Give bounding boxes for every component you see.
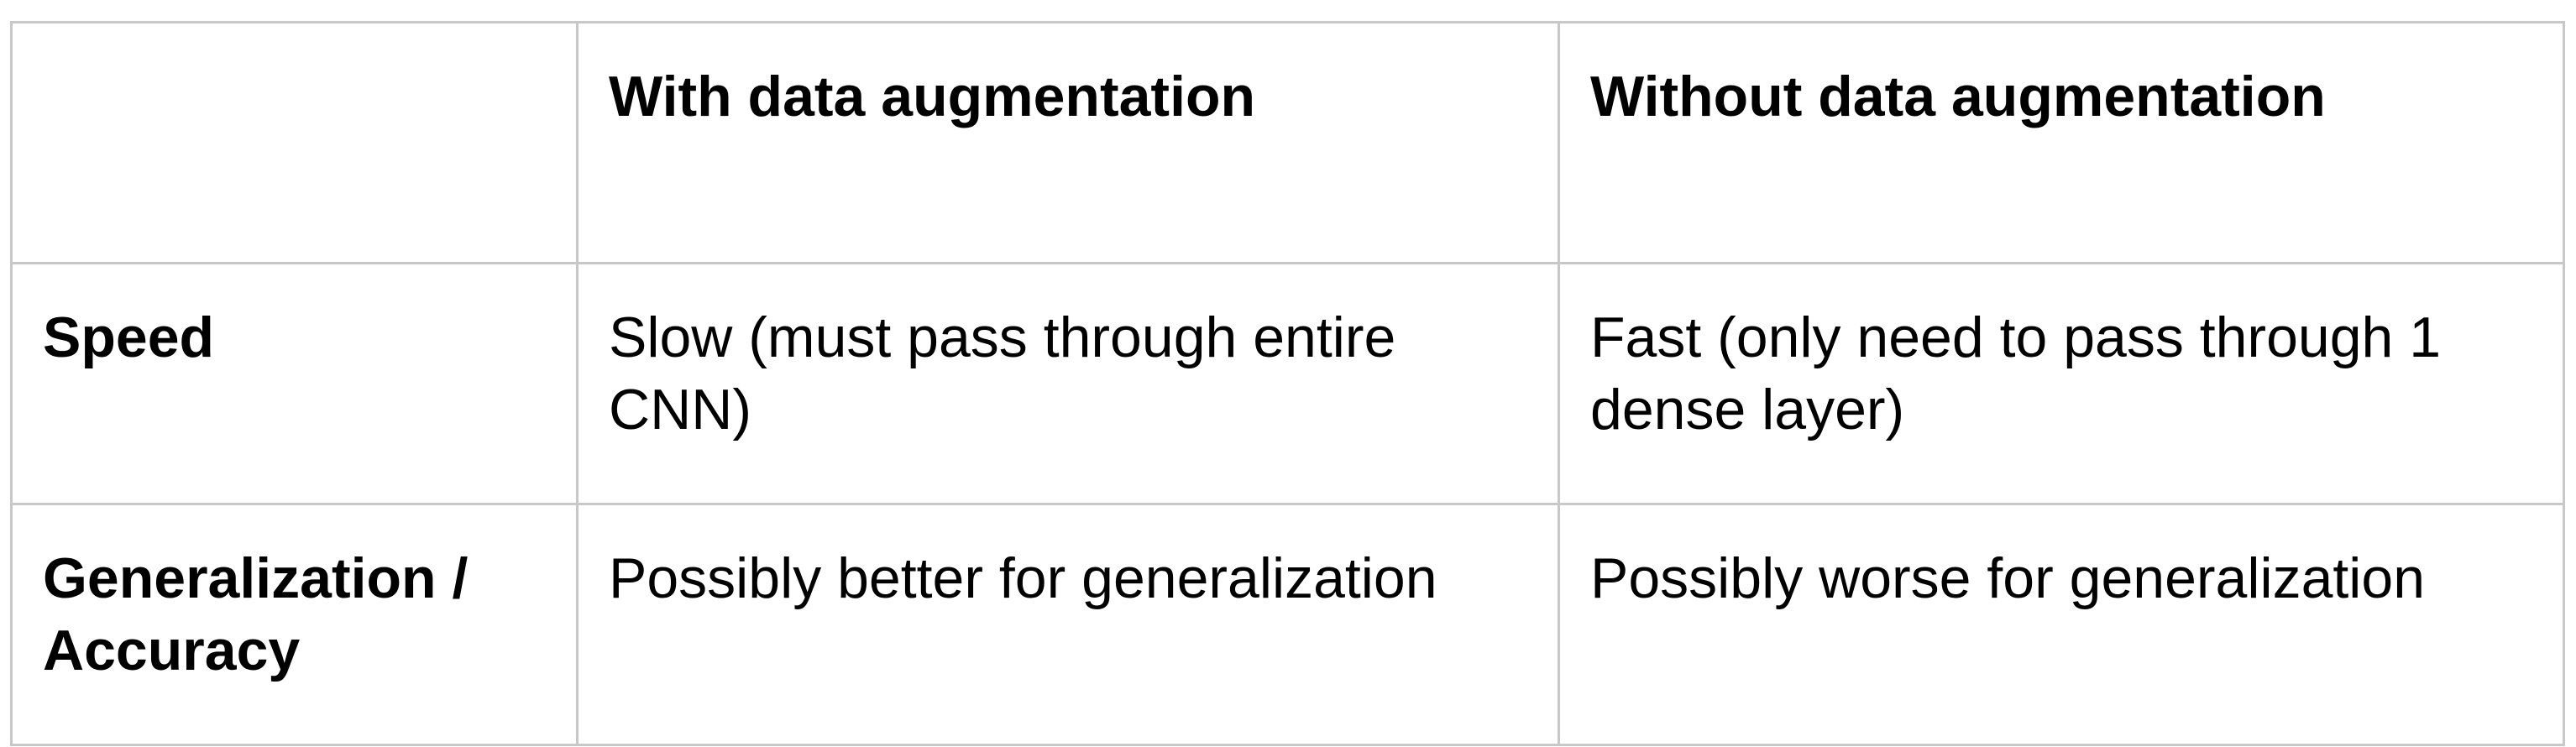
table-row: Generalization / Accuracy Possibly bette… xyxy=(10,503,2565,746)
row-label-generalization: Generalization / Accuracy xyxy=(10,503,579,746)
table-header-row: With data augmentation Without data augm… xyxy=(10,21,2565,264)
row-label-speed: Speed xyxy=(10,262,579,505)
cell-speed-with: Slow (must pass through entire CNN) xyxy=(576,262,1560,505)
header-cell-without-augmentation: Without data augmentation xyxy=(1558,21,2565,264)
cell-generalization-without: Possibly worse for generalization xyxy=(1558,503,2565,746)
cell-speed-without: Fast (only need to pass through 1 dense … xyxy=(1558,262,2565,505)
table-row: Speed Slow (must pass through entire CNN… xyxy=(10,262,2565,505)
header-cell-with-augmentation: With data augmentation xyxy=(576,21,1560,264)
cell-generalization-with: Possibly better for generalization xyxy=(576,503,1560,746)
comparison-table: With data augmentation Without data augm… xyxy=(10,21,2565,746)
header-cell-empty xyxy=(10,21,579,264)
